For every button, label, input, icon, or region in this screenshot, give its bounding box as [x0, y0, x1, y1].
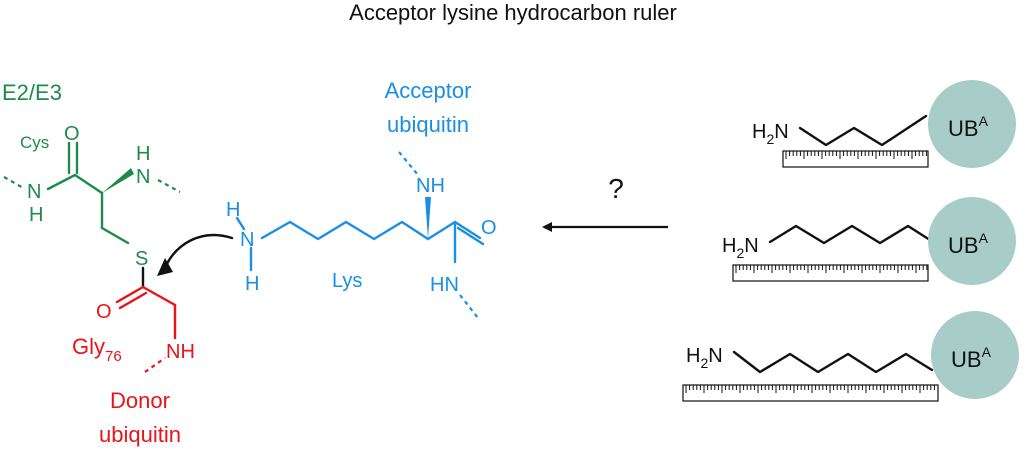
variant-3-ub-label: UBA: [951, 344, 992, 372]
cys-amide-h: H: [29, 204, 43, 226]
acceptor-bond: [453, 220, 482, 240]
e2e3-label: E2/E3: [2, 80, 62, 105]
variant-3: H2N UBA: [682, 311, 1019, 402]
cys-nh-h: H: [136, 143, 150, 165]
variant-2: H2N UBA: [722, 197, 1016, 285]
acceptor-group: Acceptor ubiquitin H N H Lys NH O HN: [226, 78, 497, 319]
lys-label: Lys: [332, 270, 362, 292]
gly-label: Gly76: [72, 334, 122, 365]
cys-label: Cys: [20, 133, 49, 152]
attack-arrow: [163, 233, 234, 270]
cys-nh-n: N: [136, 166, 150, 188]
acceptor-ubiquitin-line1: Acceptor: [385, 78, 472, 103]
e2e3-bond: [73, 173, 104, 195]
variant-3-h2n: H2N: [686, 345, 723, 371]
attack-arrowhead: [157, 258, 173, 276]
variant-2-chain: [768, 224, 932, 245]
e2e3-dash-left: [3, 176, 26, 190]
donor-carbonyl-o: O: [96, 301, 112, 323]
variant-1-h2n: H2N: [752, 121, 789, 147]
donor-dash: [144, 357, 166, 373]
variant-1-ub-label: UBA: [948, 113, 989, 141]
lys-side-chain: [260, 220, 430, 241]
donor-group: O NH Gly76 Donor ubiquitin: [72, 266, 195, 447]
cys-amide-n: N: [27, 181, 41, 203]
donor-bond: [115, 285, 145, 304]
variant-1-ruler: [782, 150, 929, 168]
cys-carbonyl-o: O: [64, 123, 80, 145]
variant-2-ub-label: UBA: [948, 230, 989, 258]
lys-amine-n: N: [240, 229, 254, 251]
donor-bond: [118, 291, 148, 310]
variant-2-ub-circle: [928, 197, 1016, 285]
donor-ubiquitin-line2: ubiquitin: [99, 422, 181, 447]
variant-1-ruler-ticks: [785, 151, 927, 159]
cys-sulfur: S: [135, 248, 148, 270]
acceptor-nh-top: NH: [416, 175, 445, 197]
acceptor-bond: [456, 226, 485, 246]
variant-1: H2N UBA: [752, 80, 1016, 168]
question-mark: ?: [608, 173, 624, 204]
e2e3-wedge: [102, 168, 134, 193]
lys-amine-h-bottom: H: [245, 273, 259, 295]
acceptor-bond: [426, 220, 457, 241]
variant-2-h2n: H2N: [722, 235, 759, 261]
variant-1-ub-circle: [928, 80, 1016, 168]
variant-1-chain: [798, 114, 928, 147]
acceptor-carbonyl-o: O: [481, 217, 497, 239]
acceptor-hn: HN: [430, 274, 459, 296]
e2e3-dash-right: [157, 179, 181, 193]
donor-ubiquitin-line1: Donor: [110, 388, 170, 413]
acceptor-wedge: [425, 197, 431, 239]
acceptor-dash-bottom: [459, 294, 479, 319]
variant-2-ruler-ticks: [735, 265, 928, 273]
e2e3-bond: [46, 173, 77, 191]
acceptor-dash-top: [398, 151, 419, 176]
e2e3-bond: [100, 226, 130, 245]
variant-3-ub-circle: [931, 311, 1019, 399]
diagram-title: Acceptor lysine hydrocarbon ruler: [349, 0, 677, 25]
variant-3-ruler-ticks: [685, 385, 935, 393]
lys-amine-h-top: H: [226, 199, 240, 221]
donor-bond: [141, 285, 177, 307]
variant-3-chain: [732, 350, 934, 374]
variant-2-ruler: [732, 264, 929, 282]
donor-nh: NH: [166, 341, 195, 363]
e2e3-group: E2/E3 Cys O H N N H S: [2, 80, 181, 270]
acceptor-bond: [235, 216, 246, 231]
variant-3-ruler: [682, 384, 939, 402]
acceptor-ubiquitin-line2: ubiquitin: [387, 112, 469, 137]
